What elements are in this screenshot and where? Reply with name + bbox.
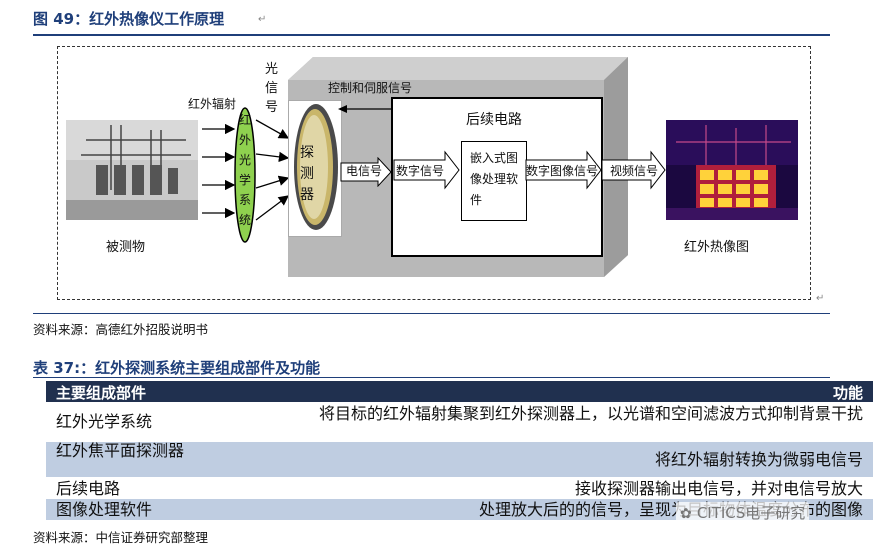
- component-cell: 红外光学系统: [56, 412, 153, 431]
- table-title: 表 37:：红外探测系统主要组成部件及功能: [33, 359, 321, 377]
- digital-image-signal-label: 数字图像信号: [526, 164, 599, 178]
- table-row: 后续电路 接收探测器输出电信号，并对电信号放大: [46, 478, 873, 498]
- embedded-software-label: 嵌入式图像处理软件: [470, 151, 519, 207]
- watermark: ✿ CITICS电子研究: [676, 502, 810, 523]
- thermal-image-label: 红外热像图: [684, 240, 750, 255]
- embedded-software-box: [461, 141, 527, 221]
- optical-lens-ellipse: [234, 107, 256, 243]
- detector-sensor-icon: [294, 104, 338, 230]
- radiation-arrows: [202, 123, 236, 219]
- table-header: 主要组成部件 功能: [46, 381, 873, 402]
- table-source: 资料来源：中信证券研究部整理: [33, 530, 209, 545]
- function-cell: 接收探测器输出电信号，并对电信号放大: [574, 479, 863, 498]
- thermal-image: [666, 120, 798, 220]
- function-cell: 将目标的红外辐射集聚到红外探测器上，以光谱和空间滤波方式抑制背景干扰: [318, 404, 863, 423]
- control-servo-arrow: [338, 105, 393, 113]
- substation-photo: [66, 120, 198, 220]
- component-cell: 后续电路: [56, 479, 121, 498]
- video-signal-label: 视频信号: [610, 164, 659, 178]
- watermark-text: CITICS电子研究: [696, 504, 806, 522]
- digital-image-signal-arrow: [525, 150, 602, 190]
- figure-title: 图 49：红外热像仪工作原理: [33, 10, 225, 28]
- header-component: 主要组成部件: [56, 384, 147, 402]
- function-cell: 将红外辐射转换为微弱电信号: [654, 450, 863, 469]
- electrical-signal-arrow: [340, 157, 392, 187]
- post-circuit-label: 后续电路: [466, 112, 522, 128]
- table-row: 红外焦平面探测器 将红外辐射转换为微弱电信号: [46, 442, 873, 477]
- wechat-icon: ✿: [680, 506, 692, 522]
- electrical-signal-label: 电信号: [346, 164, 383, 178]
- video-signal-arrow: [601, 150, 666, 190]
- header-function: 功能: [832, 384, 863, 402]
- paragraph-mark: ↵: [258, 14, 267, 25]
- table-title-rule: [33, 377, 830, 378]
- diagram-frame: [57, 46, 811, 300]
- converging-arrows: [255, 119, 290, 221]
- observed-object-label: 被测物: [106, 240, 146, 255]
- optical-system-label: 红外光学系统: [239, 113, 252, 227]
- table-row: 红外光学系统 将目标的红外辐射集聚到红外探测器上，以光谱和空间滤波方式抑制背景干…: [46, 403, 873, 441]
- control-servo-label: 控制和伺服信号: [328, 81, 413, 95]
- detector-label: 探测器: [300, 145, 314, 203]
- optical-signal-label: 光信号: [265, 62, 279, 115]
- source-rule: [33, 313, 830, 314]
- figure-source: 资料来源：高德红外招股说明书: [33, 322, 209, 337]
- digital-signal-label: 数字信号: [396, 164, 445, 178]
- title-rule: [33, 34, 830, 36]
- component-cell: 红外焦平面探测器: [56, 441, 185, 460]
- paragraph-mark: ↵: [816, 293, 825, 304]
- infrared-radiation-label: 红外辐射: [188, 97, 237, 111]
- digital-signal-arrow: [393, 150, 460, 190]
- component-cell: 图像处理软件: [56, 500, 153, 519]
